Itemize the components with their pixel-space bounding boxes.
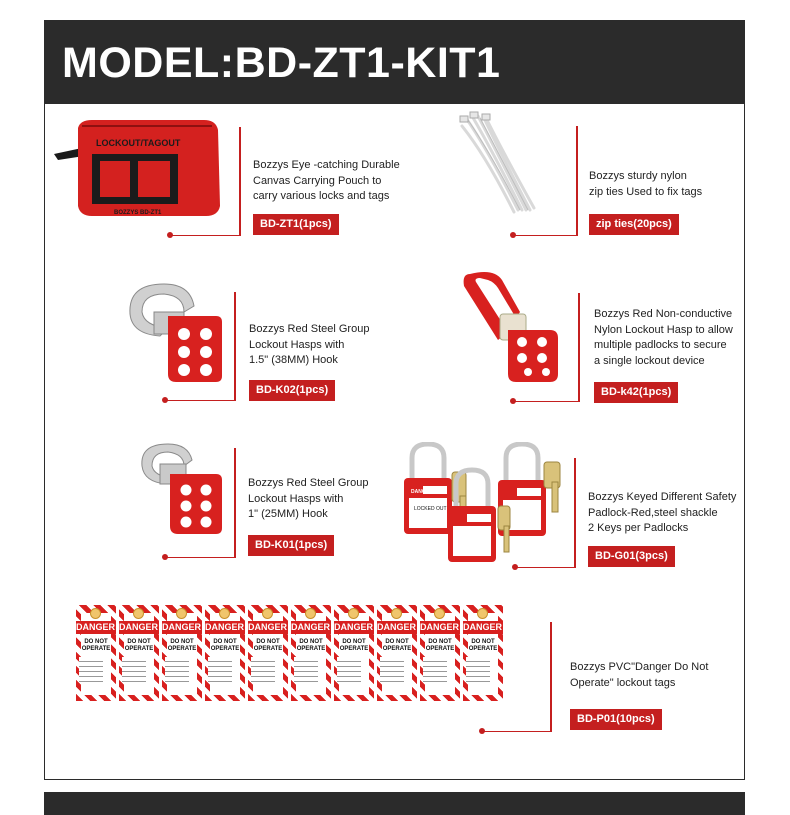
leader-line	[484, 731, 551, 732]
tag-danger-label: DANGER	[248, 621, 288, 634]
leader-dot	[479, 728, 485, 734]
zip-ties-image	[458, 110, 548, 220]
tag-danger-label: DANGER	[76, 621, 116, 634]
pouch-code: BOZZYS BD-ZT1	[114, 210, 162, 216]
leader-line	[515, 235, 577, 236]
item-code-badge: BD-P01(10pcs)	[570, 709, 662, 730]
item-divider	[574, 458, 576, 568]
item-divider	[234, 448, 236, 558]
item-divider	[576, 126, 578, 236]
leader-line	[167, 400, 235, 401]
leader-line	[515, 401, 579, 402]
item-code-badge: zip ties(20pcs)	[589, 214, 679, 235]
leader-dot	[162, 554, 168, 560]
tag-danger-label: DANGER	[420, 621, 460, 634]
tag-danger-label: DANGER	[463, 621, 503, 634]
leader-line	[517, 567, 575, 568]
item-code-badge: BD-K01(1pcs)	[248, 535, 335, 556]
tag-danger-label: DANGER	[205, 621, 245, 634]
leader-line	[167, 557, 235, 558]
leader-dot	[510, 232, 516, 238]
padlock-text: LOCKED OUT	[414, 506, 447, 512]
item-code-badge: BD-G01(3pcs)	[588, 546, 675, 567]
padlock-label: DANGER	[411, 489, 433, 495]
leader-dot	[512, 564, 518, 570]
header-bar: MODEL:BD-ZT1-KIT1	[44, 20, 745, 104]
leader-dot	[167, 232, 173, 238]
tag-danger-label: DANGER	[377, 621, 417, 634]
footer-bar	[44, 792, 745, 815]
page-title: MODEL:BD-ZT1-KIT1	[62, 39, 501, 87]
tag-danger-label: DANGER	[291, 621, 331, 634]
pouch-image: LOCKOUT/TAGOUT BOZZYS BD-ZT1	[52, 118, 222, 218]
item-code-badge: BD-ZT1(1pcs)	[253, 214, 339, 235]
tag-danger-label: DANGER	[119, 621, 159, 634]
item-divider	[234, 292, 236, 401]
tag-danger-label: DANGER	[162, 621, 202, 634]
hasp-38mm-image	[124, 276, 224, 384]
item-code-badge: BD-K02(1pcs)	[249, 380, 336, 401]
item-divider	[239, 127, 241, 236]
tag-danger-label: DANGER	[334, 621, 374, 634]
item-divider	[550, 622, 552, 732]
item-code-badge: BD-k42(1pcs)	[594, 382, 679, 403]
padlocks-image: DANGER LOCKED OUT	[402, 441, 572, 562]
leader-dot	[162, 397, 168, 403]
pouch-label: LOCKOUT/TAGOUT	[96, 138, 181, 148]
nylon-hasp-image	[458, 266, 564, 386]
leader-dot	[510, 398, 516, 404]
leader-line	[172, 235, 240, 236]
hasp-25mm-image	[136, 440, 226, 536]
item-divider	[578, 293, 580, 402]
